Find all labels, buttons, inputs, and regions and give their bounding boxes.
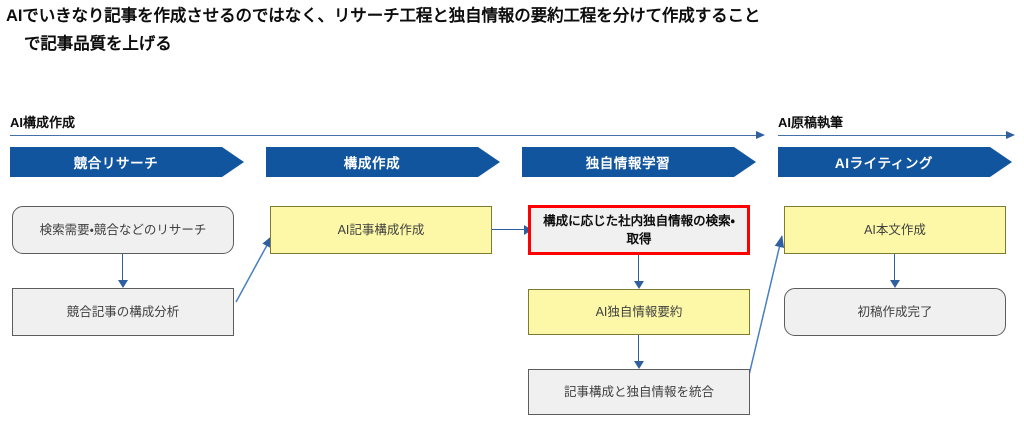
- step-box-research[interactable]: 検索需要・競合などのリサーチ: [12, 206, 234, 254]
- step-box-merge-outline-info[interactable]: 記事構成と独自情報を統合: [528, 369, 750, 415]
- phase-chevron-proprietary-info-learning[interactable]: 独自情報学習: [522, 147, 756, 177]
- chevron-tip-icon: [222, 147, 244, 177]
- connector-ai-outline-to-internal-search: [492, 229, 526, 231]
- connector-arrowhead-icon: [890, 280, 900, 288]
- connector-arrowhead-icon: [634, 281, 644, 289]
- step-box-ai-outline[interactable]: AI記事構成作成: [270, 206, 492, 254]
- phase-group-label-ai-writing: AI原稿執筆: [778, 115, 844, 130]
- phase-group-rule-2: [778, 135, 1008, 137]
- connector-ai-body-to-draft: [894, 254, 896, 282]
- phase-group-arrowhead-1-icon: [756, 131, 765, 139]
- connector-internal-search-to-summary: [638, 255, 640, 283]
- connector-merge-to-ai-body: [744, 235, 785, 393]
- phase-chevron-ai-writing[interactable]: AIライティング: [778, 147, 1012, 177]
- connector-research-to-analysis: [122, 254, 124, 282]
- phase-chevron-label: 独自情報学習: [585, 156, 671, 171]
- step-box-ai-summary[interactable]: AI独自情報要約: [528, 289, 750, 335]
- step-box-competitor-analysis[interactable]: 競合記事の構成分析: [12, 288, 234, 336]
- chevron-tip-icon: [990, 147, 1012, 177]
- chevron-tip-icon: [478, 147, 500, 177]
- phase-chevron-label: 競合リサーチ: [73, 156, 159, 171]
- step-box-draft-complete[interactable]: 初稿作成完了: [784, 288, 1006, 336]
- connector-summary-to-merge: [638, 335, 640, 363]
- connector-arrowhead-icon: [118, 280, 128, 288]
- phase-group-rule-1: [10, 135, 758, 137]
- phase-group-arrowhead-2-icon: [1006, 131, 1015, 139]
- step-box-internal-info-search[interactable]: 構成に応じた社内独自情報の検索・取得: [528, 205, 750, 255]
- connector-arrowhead-icon: [634, 361, 644, 369]
- chevron-tip-icon: [734, 147, 756, 177]
- page-title-line-1: AIでいきなり記事を作成させるのではなく、リサーチ工程と独自情報の要約工程を分け…: [6, 7, 761, 25]
- phase-chevron-outline-creation[interactable]: 構成作成: [266, 147, 500, 177]
- page-title: AIでいきなり記事を作成させるのではなく、リサーチ工程と独自情報の要約工程を分け…: [6, 2, 1016, 59]
- page-title-line-2: で記事品質を上げる: [24, 35, 172, 54]
- phase-chevron-label: AIライティング: [834, 156, 934, 171]
- phase-chevron-competitor-research[interactable]: 競合リサーチ: [10, 147, 244, 177]
- phase-chevron-label: 構成作成: [343, 156, 401, 171]
- step-box-ai-body[interactable]: AI本文作成: [784, 206, 1006, 254]
- phase-group-label-ai-composition: AI構成作成: [10, 115, 76, 130]
